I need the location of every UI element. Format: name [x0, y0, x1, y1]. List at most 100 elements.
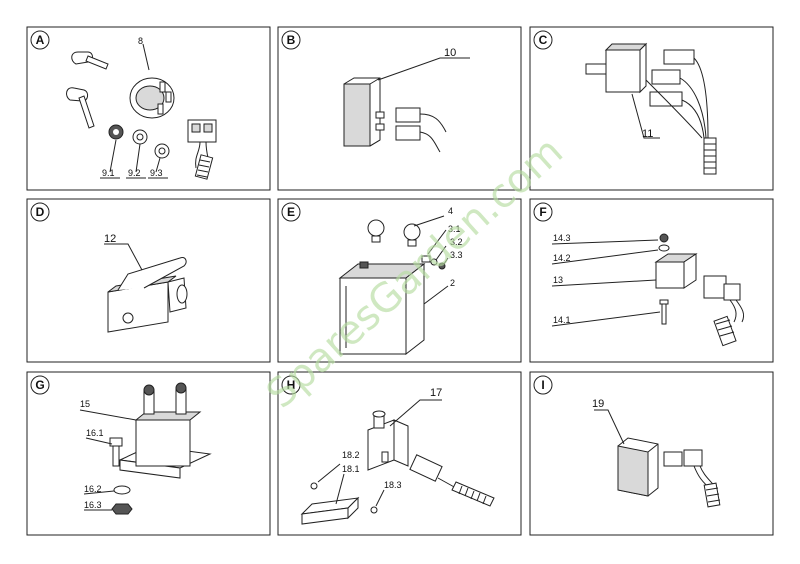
- label-14-3: 14.3: [553, 233, 571, 243]
- panel-i: I 19: [529, 371, 774, 536]
- leader-3-1: [427, 229, 447, 255]
- bulb-icon: [367, 219, 421, 247]
- panel-e: E 4 3.1 3.2 3.3 2: [277, 198, 522, 363]
- solenoid-nut-icon: [111, 503, 133, 515]
- panel-f-letter: F: [539, 205, 546, 219]
- toggle-switch-icon: [585, 42, 648, 94]
- leader-18-1: [335, 473, 345, 505]
- spade-connector-icon: [395, 107, 447, 153]
- label-13: 13: [553, 275, 563, 285]
- panel-a-frame: [26, 26, 271, 191]
- label-14-1: 14.1: [553, 315, 571, 325]
- panel-d-letter: D: [36, 205, 45, 219]
- relay-bolt-icon: [659, 299, 669, 325]
- leader-13: [551, 279, 657, 287]
- panel-f-badge: [533, 202, 553, 222]
- relay-nut-icon: [659, 233, 669, 243]
- relay-connector-icon: [703, 275, 745, 347]
- panel-g-badge: [30, 375, 50, 395]
- ignition-switch-icon: [129, 77, 175, 119]
- mounting-plate-icon: [300, 496, 360, 525]
- leader-15: [79, 409, 137, 421]
- leader-3-3: [443, 257, 449, 265]
- panel-e-letter: E: [287, 205, 295, 219]
- panel-h: H 17 18.2 18.1 18.3: [277, 371, 522, 536]
- panel-g-frame: [26, 371, 271, 536]
- panel-c-frame: [529, 26, 774, 191]
- label-3-1: 3.1: [448, 224, 461, 234]
- label-12: 12: [104, 233, 116, 245]
- relay-washer-icon: [658, 244, 670, 252]
- label-15: 15: [80, 399, 90, 409]
- label-18-2: 18.2: [342, 450, 360, 460]
- leader-18-2: [317, 463, 341, 483]
- panel-f: F 14.3 14.2 13 14.1: [529, 198, 774, 363]
- panel-a-badge: [30, 30, 50, 50]
- label-2: 2: [450, 278, 455, 288]
- rocker-switch-icon: [343, 77, 385, 147]
- push-switch-connector-icon: [663, 449, 721, 508]
- seat-switch-connector-icon: [409, 454, 495, 507]
- rivet-icon: [310, 482, 318, 490]
- label-17: 17: [430, 387, 442, 399]
- leader-14-2: [551, 249, 659, 265]
- leader-19: [594, 409, 625, 445]
- panel-i-frame: [529, 371, 774, 536]
- panel-c-badge: [533, 30, 553, 50]
- battery-icon: [338, 261, 426, 356]
- panel-h-frame: [277, 371, 522, 536]
- leader-10: [377, 57, 470, 81]
- leader-9-3: [148, 157, 168, 179]
- label-16-1: 16.1: [86, 428, 104, 438]
- label-9-3: 9.3: [150, 168, 163, 178]
- label-18-1: 18.1: [342, 464, 360, 474]
- panel-h-badge: [281, 375, 301, 395]
- leader-9-1: [100, 139, 120, 179]
- clip-icon: [370, 506, 378, 514]
- connector-plug-icon: [187, 119, 217, 180]
- label-19: 19: [592, 398, 604, 410]
- relay-icon: [654, 253, 698, 289]
- solenoid-washer-icon: [113, 485, 131, 495]
- panel-i-letter: I: [541, 378, 544, 392]
- leader-11: [631, 93, 660, 139]
- label-3-3: 3.3: [450, 250, 463, 260]
- panel-c-letter: C: [539, 33, 548, 47]
- leader-14-3: [551, 239, 659, 245]
- leader-16-1: [85, 437, 113, 445]
- watermark: SparesGarden.com: [258, 128, 572, 417]
- leader-3-2: [435, 245, 447, 261]
- panel-a: A 8 9.1: [26, 26, 271, 191]
- leader-14-1: [551, 311, 661, 327]
- label-3-2: 3.2: [450, 237, 463, 247]
- push-switch-icon: [617, 437, 659, 497]
- panel-d-badge: [30, 202, 50, 222]
- leader-16-2: [83, 490, 115, 495]
- ignition-key-icon: [66, 51, 109, 129]
- label-9-1: 9.1: [102, 168, 115, 178]
- panel-d-frame: [26, 198, 271, 363]
- panel-b-frame: [277, 26, 522, 191]
- panel-e-badge: [281, 202, 301, 222]
- label-11: 11: [642, 128, 653, 140]
- label-16-2: 16.2: [84, 484, 102, 494]
- label-16-3: 16.3: [84, 500, 102, 510]
- leader-8: [142, 43, 150, 71]
- panel-h-letter: H: [287, 378, 296, 392]
- panel-c: C 11: [529, 26, 774, 191]
- leader-18-3: [375, 489, 385, 507]
- wiring-harness-icon: [645, 49, 717, 175]
- terminal-screws-icon: [421, 255, 446, 270]
- label-18-3: 18.3: [384, 480, 402, 490]
- leader-9-2: [126, 143, 146, 179]
- label-10: 10: [444, 47, 456, 59]
- panel-e-frame: [277, 198, 522, 363]
- panel-g-letter: G: [35, 378, 44, 392]
- seat-switch-icon: [367, 410, 409, 471]
- leader-2: [423, 285, 449, 305]
- label-4: 4: [448, 206, 453, 216]
- panel-d: D 12: [26, 198, 271, 363]
- panel-b: B 10: [277, 26, 522, 191]
- label-14-2: 14.2: [553, 253, 571, 263]
